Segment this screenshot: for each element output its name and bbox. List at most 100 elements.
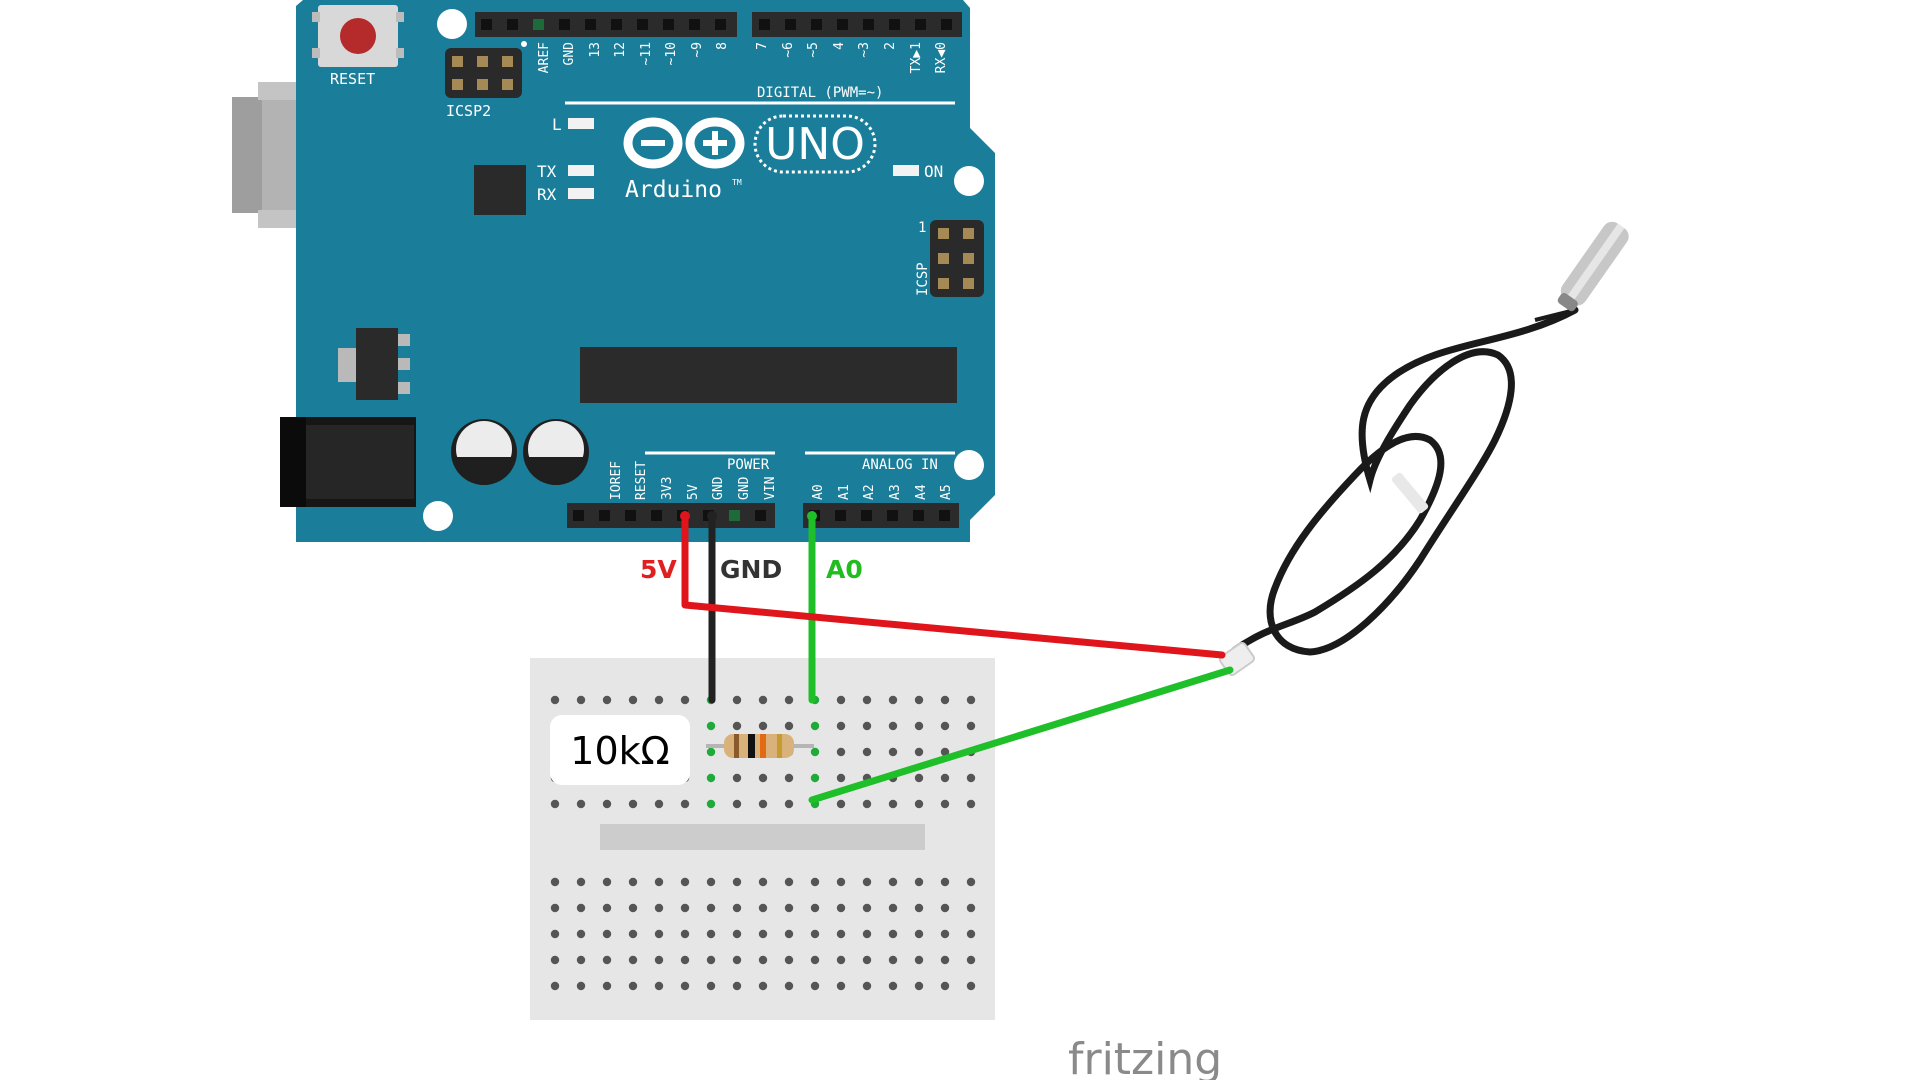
breadboard-hole bbox=[732, 981, 742, 991]
wire-5v bbox=[681, 514, 1226, 659]
power-pin-label: IOREF bbox=[609, 461, 624, 500]
breadboard-hole bbox=[888, 903, 898, 913]
breadboard-hole bbox=[602, 929, 612, 939]
breadboard-hole bbox=[602, 955, 612, 965]
breadboard-hole bbox=[862, 695, 872, 705]
breadboard-hole bbox=[758, 721, 768, 731]
breadboard-hole bbox=[940, 799, 950, 809]
breadboard-hole bbox=[602, 695, 612, 705]
breadboard-hole bbox=[576, 695, 586, 705]
breadboard-hole bbox=[836, 903, 846, 913]
breadboard-hole bbox=[914, 773, 924, 783]
digital-label: DIGITAL (PWM=~) bbox=[757, 85, 883, 101]
header-pin bbox=[759, 19, 770, 30]
breadboard-hole bbox=[940, 721, 950, 731]
breadboard-hole bbox=[810, 773, 820, 783]
breadboard-hole bbox=[784, 981, 794, 991]
power-pin-label: GND bbox=[711, 476, 726, 500]
icsp-pin1-label: 1 bbox=[918, 220, 926, 236]
header-pin bbox=[837, 19, 848, 30]
breadboard-hole bbox=[836, 695, 846, 705]
digital-pin-label: 12 bbox=[613, 42, 628, 58]
breadboard-hole bbox=[706, 721, 716, 731]
arduino-infinity-logo bbox=[623, 117, 745, 169]
aref-dot bbox=[521, 41, 527, 47]
header-pin bbox=[863, 19, 874, 30]
breadboard-hole bbox=[628, 799, 638, 809]
led-on-label: ON bbox=[924, 162, 943, 181]
breadboard-hole bbox=[940, 955, 950, 965]
mounting-hole bbox=[423, 501, 453, 531]
breadboard-hole bbox=[628, 903, 638, 913]
breadboard-hole bbox=[784, 695, 794, 705]
breadboard-hole bbox=[576, 877, 586, 887]
microcontroller-slot bbox=[580, 347, 957, 403]
led-tx bbox=[568, 165, 594, 176]
label-5v: 5V bbox=[640, 555, 677, 584]
ic-chip bbox=[474, 165, 526, 215]
breadboard-hole bbox=[940, 877, 950, 887]
breadboard-hole bbox=[732, 721, 742, 731]
breadboard-hole bbox=[784, 721, 794, 731]
breadboard-hole bbox=[966, 903, 976, 913]
uno-badge bbox=[753, 114, 877, 174]
icsp2-header bbox=[445, 48, 522, 98]
breadboard-hole bbox=[810, 877, 820, 887]
fritzing-logo: fritzing bbox=[1068, 1034, 1222, 1080]
breadboard-hole bbox=[862, 903, 872, 913]
icsp-label: ICSP bbox=[915, 262, 931, 296]
digital-pin-headers bbox=[475, 12, 962, 37]
digital-pin-label: 2 bbox=[883, 42, 898, 50]
breadboard-hole bbox=[732, 773, 742, 783]
breadboard-hole bbox=[680, 695, 690, 705]
header-pin bbox=[915, 19, 926, 30]
breadboard-hole bbox=[862, 929, 872, 939]
breadboard-hole bbox=[576, 903, 586, 913]
breadboard-hole bbox=[706, 747, 716, 757]
voltage-regulator bbox=[338, 328, 410, 400]
power-pin-label: RESET bbox=[634, 461, 649, 500]
breadboard-hole bbox=[550, 903, 560, 913]
header-pin bbox=[785, 19, 796, 30]
breadboard-hole bbox=[862, 955, 872, 965]
breadboard-hole bbox=[888, 929, 898, 939]
breadboard-hole bbox=[914, 929, 924, 939]
digital-pin-label: 4 bbox=[832, 42, 847, 50]
mounting-hole bbox=[954, 450, 984, 480]
analog-pin-label: A2 bbox=[862, 484, 877, 500]
breadboard-hole bbox=[654, 955, 664, 965]
reset-button[interactable] bbox=[312, 5, 404, 67]
breadboard-hole bbox=[810, 721, 820, 731]
header-pin bbox=[941, 19, 952, 30]
breadboard-hole bbox=[654, 695, 664, 705]
power-pin-label: 5V bbox=[686, 484, 701, 500]
breadboard-hole bbox=[654, 981, 664, 991]
digital-pin-label: ~11 bbox=[639, 42, 654, 65]
breadboard-hole bbox=[888, 799, 898, 809]
analog-pin-label: A0 bbox=[811, 484, 826, 500]
breadboard-hole bbox=[654, 799, 664, 809]
header-pin bbox=[585, 19, 596, 30]
breadboard-hole bbox=[940, 929, 950, 939]
breadboard-hole bbox=[602, 799, 612, 809]
breadboard-hole bbox=[810, 747, 820, 757]
capacitor bbox=[523, 419, 589, 485]
header-pin bbox=[599, 510, 610, 521]
breadboard-hole bbox=[680, 799, 690, 809]
breadboard-hole bbox=[888, 955, 898, 965]
breadboard-hole bbox=[940, 903, 950, 913]
trademark-label: TM bbox=[732, 178, 742, 187]
breadboard-hole bbox=[966, 695, 976, 705]
breadboard bbox=[530, 658, 995, 1020]
breadboard-hole bbox=[550, 929, 560, 939]
breadboard-hole bbox=[940, 747, 950, 757]
cable-tie bbox=[1391, 472, 1429, 514]
breadboard-hole bbox=[914, 747, 924, 757]
analog-pin-label: A1 bbox=[837, 484, 852, 500]
led-on bbox=[893, 165, 919, 176]
breadboard-hole bbox=[706, 929, 716, 939]
breadboard-hole bbox=[966, 773, 976, 783]
breadboard-hole bbox=[784, 929, 794, 939]
breadboard-hole bbox=[628, 955, 638, 965]
uno-label: UNO bbox=[765, 119, 865, 170]
